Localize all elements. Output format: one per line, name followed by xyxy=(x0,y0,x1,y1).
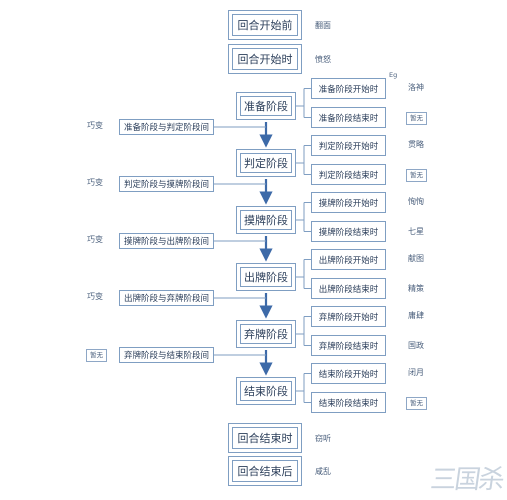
phase-box-4-label: 弃牌阶段 xyxy=(240,324,292,344)
phase-end-note-1: 暂无 xyxy=(406,169,427,182)
between-note-1: 巧变 xyxy=(87,178,103,187)
pre-turn-box-1-label: 回合开始时 xyxy=(232,48,298,70)
phase-start-note-4: 庸肆 xyxy=(408,311,424,320)
phase-box-1-label: 判定阶段 xyxy=(240,153,292,173)
phase-box-4: 弃牌阶段 xyxy=(236,320,296,348)
pre-turn-box-1: 回合开始时 xyxy=(228,44,302,74)
between-note-4: 暂无 xyxy=(86,349,107,362)
phase-end-box-3: 出牌阶段结束时 xyxy=(311,278,386,299)
post-turn-box-0: 回合结束时 xyxy=(228,423,302,453)
phase-start-note-3: 献图 xyxy=(408,254,424,263)
pre-turn-box-0: 回合开始前 xyxy=(228,10,302,40)
between-box-2: 摸牌阶段与出牌阶段间 xyxy=(119,233,214,249)
phase-end-note-3: 精策 xyxy=(408,284,424,293)
pre-turn-note-0: 翻面 xyxy=(315,21,331,30)
phase-start-note-0: 洛神 xyxy=(408,83,424,92)
phase-end-note-0: 暂无 xyxy=(406,112,427,125)
phase-box-2: 摸牌阶段 xyxy=(236,206,296,234)
phase-start-box-3: 出牌阶段开始时 xyxy=(311,249,386,270)
phase-start-note-2: 恂恂 xyxy=(408,197,424,206)
phase-start-note-5: 闭月 xyxy=(408,368,424,377)
phase-box-5-label: 结束阶段 xyxy=(240,381,292,401)
post-turn-note-0: 窃听 xyxy=(315,434,331,443)
phase-box-1: 判定阶段 xyxy=(236,149,296,177)
between-box-1: 判定阶段与摸牌阶段间 xyxy=(119,176,214,192)
post-turn-box-0-label: 回合结束时 xyxy=(232,427,298,449)
phase-end-box-5: 结束阶段结束时 xyxy=(311,392,386,413)
phase-box-0-label: 准备阶段 xyxy=(240,96,292,116)
phase-end-note-5: 暂无 xyxy=(406,397,427,410)
phase-start-box-1: 判定阶段开始时 xyxy=(311,135,386,156)
phase-start-box-0: 准备阶段开始时 xyxy=(311,78,386,99)
between-note-0: 巧变 xyxy=(87,121,103,130)
between-note-2: 巧变 xyxy=(87,235,103,244)
phase-box-3-label: 出牌阶段 xyxy=(240,267,292,287)
between-box-4: 弃牌阶段与结束阶段间 xyxy=(119,347,214,363)
post-turn-box-1: 回合结束后 xyxy=(228,456,302,486)
post-turn-box-1-label: 回合结束后 xyxy=(232,460,298,482)
phase-start-note-1: 贯略 xyxy=(408,140,424,149)
phase-start-box-4: 弃牌阶段开始时 xyxy=(311,306,386,327)
phase-box-5: 结束阶段 xyxy=(236,377,296,405)
phase-start-mark-0: Eg xyxy=(389,71,398,79)
phase-end-box-0: 准备阶段结束时 xyxy=(311,107,386,128)
phase-end-box-4: 弃牌阶段结束时 xyxy=(311,335,386,356)
phase-box-0: 准备阶段 xyxy=(236,92,296,120)
between-box-3: 出牌阶段与弃牌阶段间 xyxy=(119,290,214,306)
phase-end-box-2: 摸牌阶段结束时 xyxy=(311,221,386,242)
watermark-logo: 三国杀 xyxy=(428,465,505,495)
phase-start-box-5: 结束阶段开始时 xyxy=(311,363,386,384)
phase-end-note-4: 国政 xyxy=(408,341,424,350)
pre-turn-box-0-label: 回合开始前 xyxy=(232,14,298,36)
pre-turn-note-1: 愤怒 xyxy=(315,55,331,64)
phase-box-2-label: 摸牌阶段 xyxy=(240,210,292,230)
phase-end-note-2: 七星 xyxy=(408,227,424,236)
phase-end-box-1: 判定阶段结束时 xyxy=(311,164,386,185)
phase-box-3: 出牌阶段 xyxy=(236,263,296,291)
post-turn-note-1: 咸乱 xyxy=(315,467,331,476)
between-note-3: 巧变 xyxy=(87,292,103,301)
phase-start-box-2: 摸牌阶段开始时 xyxy=(311,192,386,213)
between-box-0: 准备阶段与判定阶段间 xyxy=(119,119,214,135)
